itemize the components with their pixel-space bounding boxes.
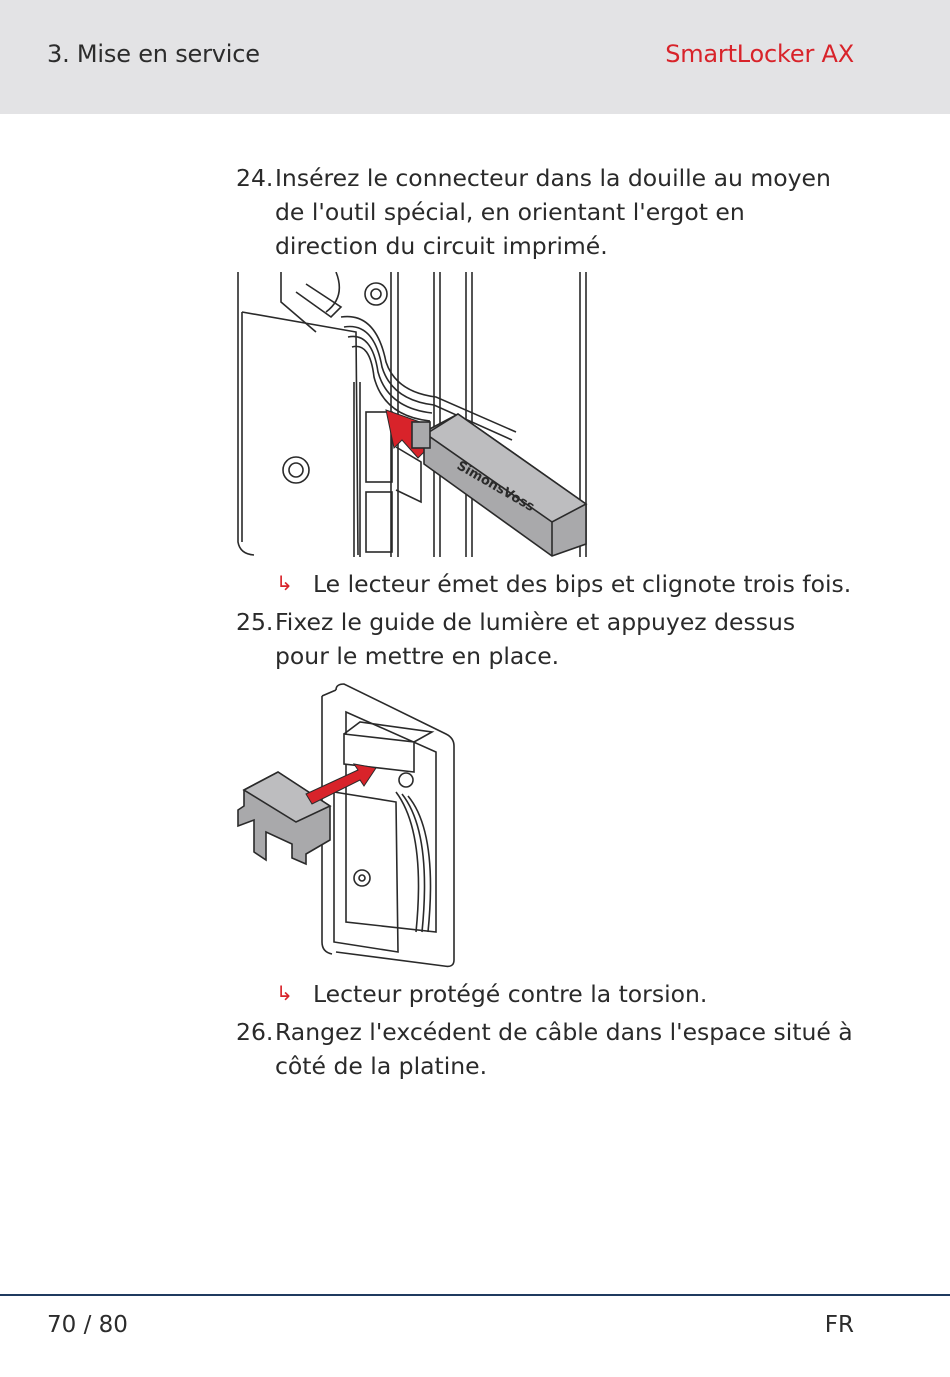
section-title: 3. Mise en service — [47, 40, 260, 68]
step-text: Insérez le connecteur dans la douille au… — [275, 164, 831, 260]
footer-rule — [0, 1294, 950, 1296]
step-text: Fixez le guide de lumière et appuyez des… — [275, 608, 796, 670]
result-text: Lecteur protégé contre la torsion. — [313, 980, 708, 1008]
result-arrow-icon: ↳ — [276, 571, 293, 595]
product-name: SmartLocker AX — [665, 40, 854, 68]
step-number: 25. — [236, 608, 274, 636]
step-number: 26. — [236, 1018, 274, 1046]
figure-connector-insertion: SimonsVoss — [237, 272, 588, 557]
page-number: 70 / 80 — [47, 1312, 128, 1338]
page-header: 3. Mise en service SmartLocker AX — [0, 0, 950, 114]
step-number: 24. — [236, 164, 274, 192]
step-text: Rangez l'excédent de câble dans l'espace… — [275, 1018, 853, 1080]
result-arrow-icon: ↳ — [276, 981, 293, 1005]
result-text: Le lecteur émet des bips et clignote tro… — [313, 570, 852, 598]
figure-light-guide — [237, 683, 455, 968]
language-code: FR — [824, 1312, 854, 1338]
